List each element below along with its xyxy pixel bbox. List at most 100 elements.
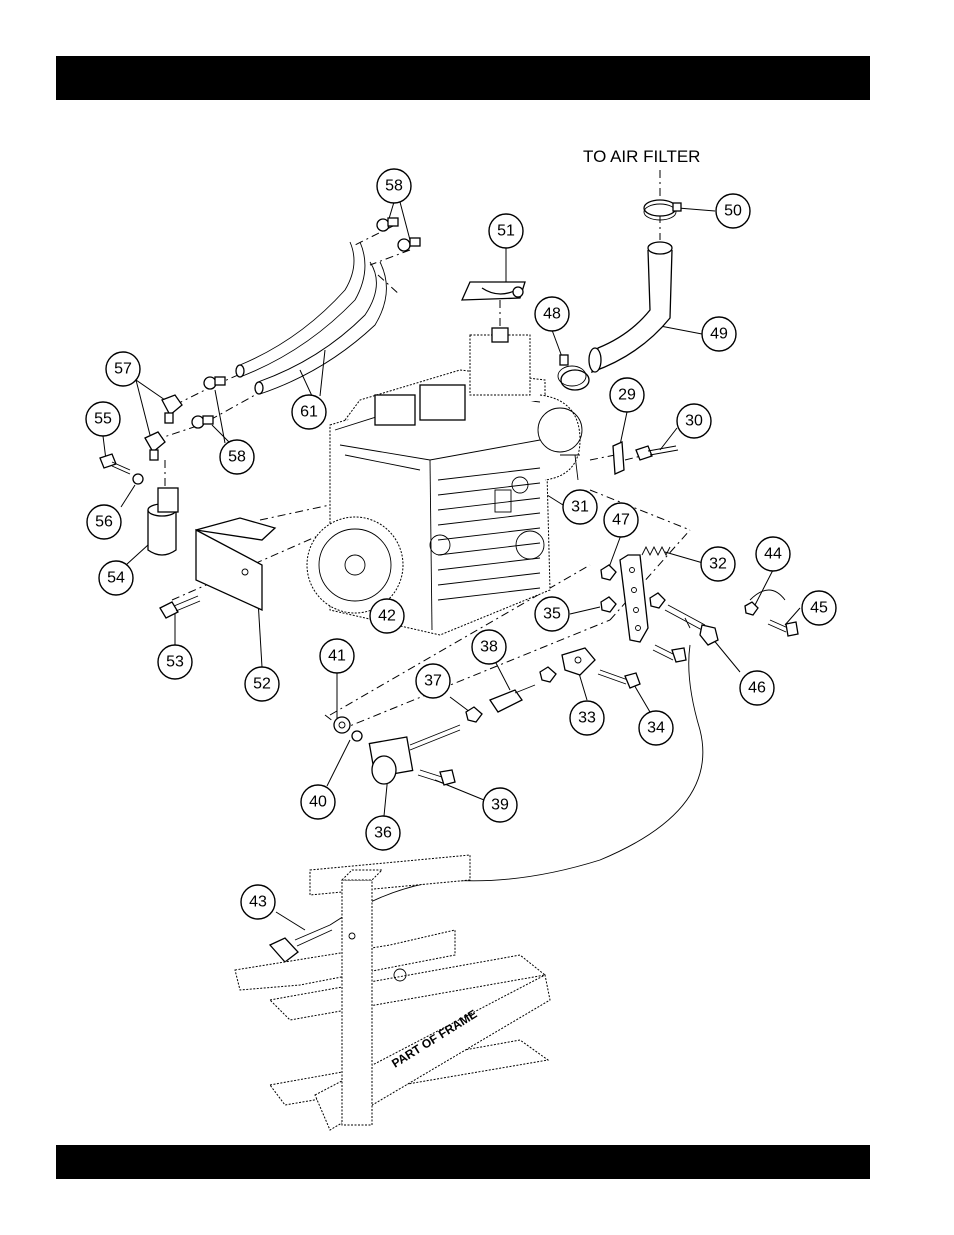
svg-text:33: 33 bbox=[578, 710, 596, 727]
svg-text:44: 44 bbox=[764, 546, 782, 563]
svg-text:41: 41 bbox=[328, 648, 346, 665]
callout-31: 31 bbox=[563, 490, 597, 524]
plate-52 bbox=[196, 518, 275, 610]
callout-52: 52 bbox=[245, 667, 279, 701]
svg-text:43: 43 bbox=[249, 894, 267, 911]
svg-text:54: 54 bbox=[107, 570, 125, 587]
svg-text:40: 40 bbox=[309, 794, 327, 811]
callout-49: 49 bbox=[702, 317, 736, 351]
svg-text:50: 50 bbox=[724, 203, 742, 220]
callout-29: 29 bbox=[610, 378, 644, 412]
bolt-lower bbox=[653, 645, 686, 662]
canister-54 bbox=[148, 488, 178, 555]
callout-61: 61 bbox=[292, 395, 326, 429]
hose-49 bbox=[589, 242, 672, 372]
svg-text:48: 48 bbox=[543, 306, 561, 323]
svg-text:55: 55 bbox=[94, 411, 112, 428]
callout-30: 30 bbox=[677, 404, 711, 438]
callout-37: 37 bbox=[416, 664, 450, 698]
clamp-51 bbox=[462, 282, 525, 300]
callout-39: 39 bbox=[483, 788, 517, 822]
bolt-39 bbox=[418, 770, 455, 785]
bolt-46-assembly bbox=[665, 605, 718, 645]
frame: PART OF FRAME bbox=[235, 855, 550, 1130]
svg-text:29: 29 bbox=[618, 387, 636, 404]
callout-55: 55 bbox=[86, 402, 120, 436]
callout-42: 42 bbox=[370, 599, 404, 633]
callout-48: 48 bbox=[535, 297, 569, 331]
callout-41: 41 bbox=[320, 639, 354, 673]
wire-44 bbox=[750, 590, 785, 600]
clamp-48 bbox=[558, 355, 589, 390]
svg-text:39: 39 bbox=[491, 797, 509, 814]
callout-58-top: 58 bbox=[377, 169, 411, 203]
nut-small bbox=[540, 667, 556, 682]
to-air-filter-label: TO AIR FILTER bbox=[583, 147, 700, 166]
svg-text:36: 36 bbox=[374, 825, 392, 842]
rod-38 bbox=[490, 685, 535, 712]
svg-text:49: 49 bbox=[710, 326, 728, 343]
svg-text:47: 47 bbox=[612, 512, 630, 529]
svg-text:46: 46 bbox=[748, 680, 766, 697]
clevis-33 bbox=[562, 648, 595, 675]
bolt-30 bbox=[636, 446, 678, 460]
callout-53: 53 bbox=[158, 645, 192, 679]
bolt-34 bbox=[598, 670, 640, 688]
svg-text:35: 35 bbox=[543, 606, 561, 623]
clamps-58-top bbox=[377, 218, 420, 251]
svg-text:58: 58 bbox=[385, 178, 403, 195]
callout-46: 46 bbox=[740, 671, 774, 705]
hose-61 bbox=[236, 242, 386, 394]
svg-text:38: 38 bbox=[480, 639, 498, 656]
callout-54: 54 bbox=[99, 561, 133, 595]
callout-51: 51 bbox=[489, 214, 523, 248]
callout-34: 34 bbox=[639, 711, 673, 745]
nut-47 bbox=[601, 565, 616, 580]
svg-text:30: 30 bbox=[685, 413, 703, 430]
svg-text:56: 56 bbox=[95, 514, 113, 531]
svg-text:42: 42 bbox=[378, 608, 396, 625]
bolt-55 bbox=[100, 454, 130, 474]
svg-text:61: 61 bbox=[300, 404, 318, 421]
svg-text:45: 45 bbox=[810, 600, 828, 617]
bolt-45 bbox=[768, 620, 798, 636]
bolt-53 bbox=[160, 596, 200, 618]
bracket-main bbox=[620, 555, 648, 642]
svg-text:51: 51 bbox=[497, 223, 515, 240]
svg-text:53: 53 bbox=[166, 654, 184, 671]
clamp-50 bbox=[644, 200, 681, 220]
nut-37 bbox=[466, 707, 482, 722]
callout-56: 56 bbox=[87, 505, 121, 539]
callout-45: 45 bbox=[802, 591, 836, 625]
svg-text:37: 37 bbox=[424, 673, 442, 690]
svg-text:34: 34 bbox=[647, 720, 665, 737]
washer-56 bbox=[133, 474, 143, 484]
callout-40: 40 bbox=[301, 785, 335, 819]
svg-text:52: 52 bbox=[253, 676, 271, 693]
callout-43: 43 bbox=[241, 885, 275, 919]
callout-57: 57 bbox=[106, 352, 140, 386]
callout-35: 35 bbox=[535, 597, 569, 631]
svg-text:31: 31 bbox=[571, 499, 589, 516]
callout-50: 50 bbox=[716, 194, 750, 228]
bracket-29 bbox=[613, 442, 624, 474]
engine-block bbox=[307, 328, 582, 635]
callout-58-left: 58 bbox=[220, 440, 254, 474]
callout-36: 36 bbox=[366, 816, 400, 850]
callout-32: 32 bbox=[701, 547, 735, 581]
spring-32 bbox=[642, 547, 670, 555]
clamps-58-left bbox=[192, 377, 225, 428]
nut-35 bbox=[601, 597, 616, 612]
fittings-57 bbox=[145, 395, 182, 460]
svg-text:58: 58 bbox=[228, 449, 246, 466]
callout-33: 33 bbox=[570, 701, 604, 735]
callout-47: 47 bbox=[604, 503, 638, 537]
svg-text:57: 57 bbox=[114, 361, 132, 378]
nut-right bbox=[650, 593, 665, 608]
washer-41 bbox=[334, 717, 350, 733]
washer-40 bbox=[352, 731, 362, 741]
callout-44: 44 bbox=[756, 537, 790, 571]
callout-38: 38 bbox=[472, 630, 506, 664]
svg-text:32: 32 bbox=[709, 556, 727, 573]
